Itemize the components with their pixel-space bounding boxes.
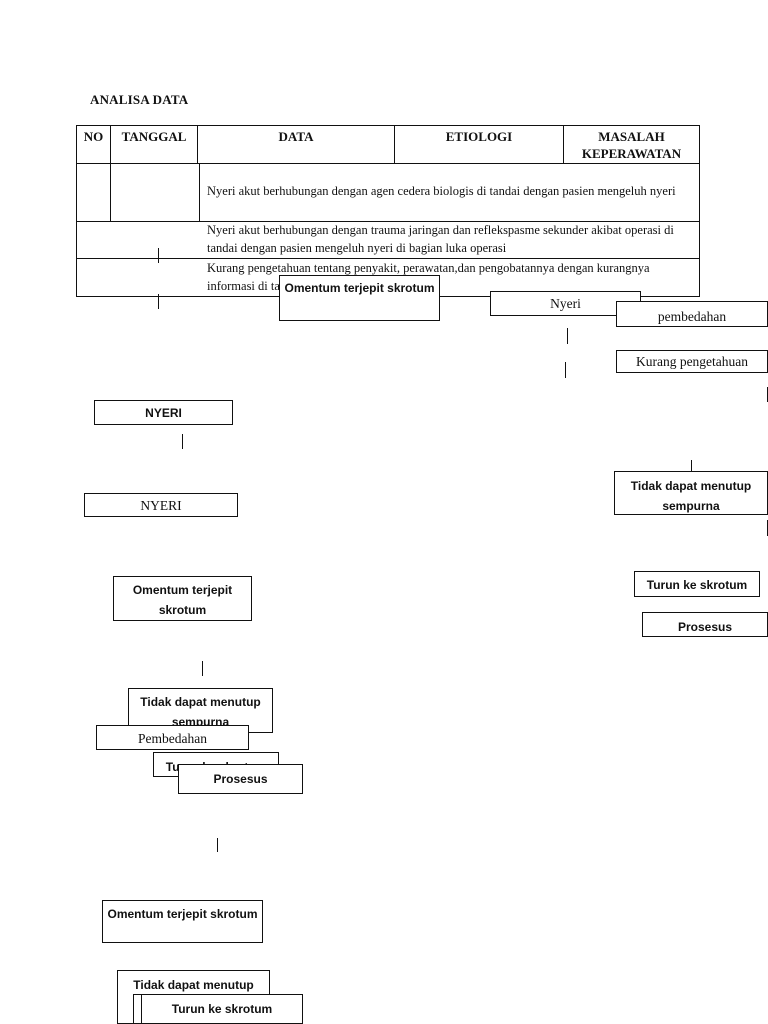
box-tidak-dapat-menutup: Tidak dapat menutup sempurna: [614, 471, 768, 515]
connector-line: [158, 294, 159, 309]
box-pembedahan: pembedahan: [616, 301, 768, 327]
header-data: DATA: [197, 125, 395, 164]
box-pembedahan: Pembedahan: [96, 725, 249, 750]
connector-line: [691, 460, 692, 474]
header-masalah-line2: KEPERAWATAN: [581, 146, 682, 161]
box-nyeri: Nyeri: [490, 291, 641, 316]
header-masalah-line1: MASALAH: [598, 129, 665, 144]
connector-line: [202, 661, 203, 676]
connector-line: [158, 248, 159, 263]
row-divider: [76, 221, 700, 222]
box-kurang-pengetahuan: Kurang pengetahuan: [616, 350, 768, 373]
column-divider: [199, 163, 200, 221]
box-omentum-terjepit: Omentum terjepit skrotum: [279, 275, 440, 321]
header-masalah: MASALAH KEPERAWATAN: [563, 125, 700, 164]
connector-line: [565, 362, 566, 378]
connector-line: [182, 434, 183, 449]
box-omentum-terjepit: Omentum terjepit skrotum: [113, 576, 252, 621]
page-title: ANALISA DATA: [90, 92, 189, 107]
connector-line: [217, 838, 218, 852]
header-etiologi: ETIOLOGI: [394, 125, 564, 164]
table-row-text: Nyeri akut berhubungan dengan agen ceder…: [207, 184, 676, 198]
connector-line: [567, 328, 568, 344]
row-divider: [76, 258, 700, 259]
header-tanggal: TANGGAL: [110, 125, 198, 164]
box-omentum-terjepit: Omentum terjepit skrotum: [102, 900, 263, 943]
box-turun-ke-skrotum: Turun ke skrotum: [634, 571, 760, 597]
box-prosesus: Prosesus: [642, 612, 768, 637]
box-nyeri-lower: NYERI: [84, 493, 238, 517]
box-prosesus: Prosesus: [178, 764, 303, 794]
box-turun-ke-skrotum: Turun ke skrotum: [141, 994, 303, 1024]
box-nyeri-upper: NYERI: [94, 400, 233, 425]
header-no: NO: [76, 125, 111, 164]
column-divider: [110, 163, 111, 221]
table-row-text: Nyeri akut berhubungan dengan trauma jar…: [207, 223, 674, 255]
